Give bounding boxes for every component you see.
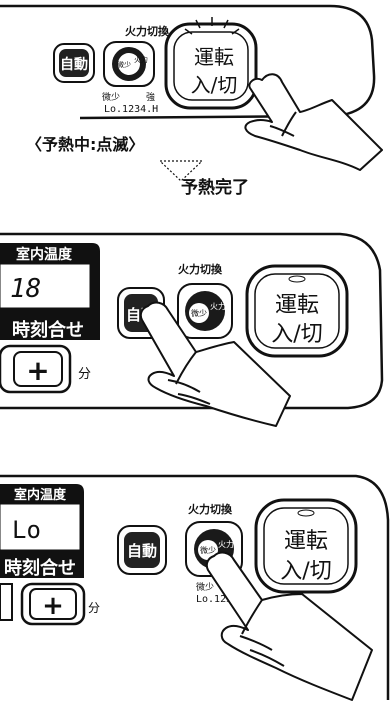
level-scale: Lo.1234.H — [104, 104, 158, 115]
down-arrow-icon — [158, 160, 204, 182]
panel-3-outline — [0, 474, 390, 700]
plus-icon: + — [26, 354, 49, 387]
temp-value: Lo — [12, 516, 41, 544]
hand-pressing-run-icon — [244, 73, 383, 171]
level-low-label: 微少 — [196, 581, 214, 593]
run-button-line2: 入/切 — [271, 322, 322, 347]
run-button-line1: 運転 — [194, 45, 234, 69]
level-low-label: 微少 — [102, 91, 120, 103]
hand-pressing-auto-icon — [139, 301, 291, 427]
run-button-line2: 入/切 — [191, 73, 238, 97]
room-temp-label: 室内温度 — [14, 487, 67, 503]
fire-knob-right-label: 火力 — [134, 55, 148, 64]
panel-3: 室内温度 Lo 時刻合せ + 分 火力切換 自動 微少 火力 — [0, 474, 390, 701]
level-high-label: 強 — [146, 91, 155, 103]
temp-value: 18 — [10, 274, 41, 304]
run-button-line1: 運転 — [284, 529, 328, 554]
run-button[interactable]: 運転 入/切 — [254, 498, 358, 594]
auto-button[interactable]: 自動 — [53, 43, 95, 83]
temp-display: 室内温度 Lo 時刻合せ — [0, 484, 84, 579]
panel-1: 火力切換 自動 微少 火力 運転 入/切 — [0, 4, 383, 171]
fire-switch-label: 火力切換 — [125, 24, 170, 38]
fire-switch-label: 火力切換 — [178, 262, 223, 276]
fire-knob-right-label: 火力 — [218, 539, 234, 549]
fire-knob-left-label: 微少 — [200, 545, 216, 555]
clock-plus-button[interactable]: + — [0, 344, 72, 394]
fire-knob[interactable]: 微少 火力 — [177, 283, 233, 339]
plus-icon: + — [42, 591, 64, 621]
run-button-line2: 入/切 — [280, 559, 331, 584]
fire-knob-right-label: 火力 — [210, 301, 226, 311]
panel-2: 室内温度 18 時刻合せ + 分 火力切換 自動 微少 火力 — [0, 232, 384, 427]
auto-button-label: 自動 — [60, 56, 88, 73]
preheat-complete-label: 予熱完了 — [181, 177, 249, 198]
temp-display: 室内温度 18 時刻合せ — [0, 243, 100, 341]
auto-button-label: 自動 — [127, 542, 157, 560]
level-scale: Lo.1234. — [196, 594, 244, 605]
panel-2-outline — [0, 232, 384, 410]
clock-set-label: 時刻合せ — [12, 319, 84, 341]
preheat-caption: 〈予熱中:点滅〉 — [26, 135, 144, 154]
fire-knob-left-label: 微少 — [117, 60, 131, 69]
room-temp-label: 室内温度 — [16, 246, 73, 263]
transition-arrow: 予熱完了 — [158, 160, 249, 198]
run-button-line1: 運転 — [275, 293, 319, 318]
minute-label: 分 — [88, 601, 100, 615]
run-button[interactable]: 運転 入/切 — [245, 264, 349, 358]
minute-label: 分 — [78, 367, 91, 382]
fire-switch-label: 火力切換 — [188, 502, 233, 516]
fire-knob[interactable]: 微少 火力 — [103, 41, 155, 87]
panel-1-outline — [0, 4, 376, 120]
run-button[interactable]: 運転 入/切 — [164, 17, 258, 110]
clock-set-label: 時刻合せ — [4, 557, 76, 579]
hand-pressing-fire-knob-icon — [205, 551, 373, 701]
blink-rays-icon — [184, 17, 240, 35]
clock-plus-button[interactable]: + — [0, 582, 86, 626]
fire-knob-left-label: 微少 — [191, 308, 207, 318]
auto-button[interactable]: 自動 — [117, 525, 167, 575]
